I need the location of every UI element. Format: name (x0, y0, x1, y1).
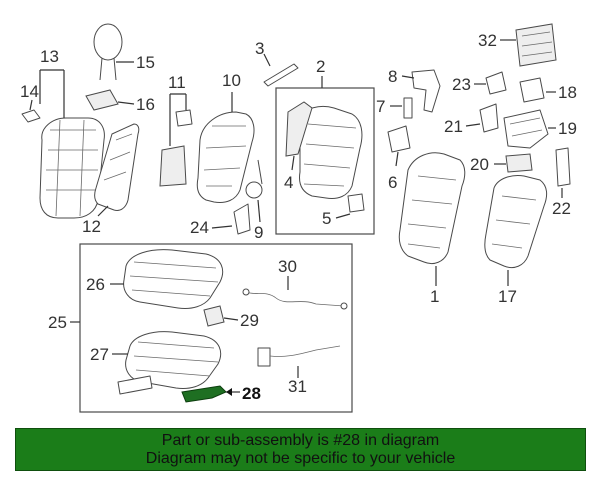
part-23-bracket[interactable] (485, 71, 507, 95)
callout-28: 28 (242, 384, 261, 403)
callout-8: 8 (388, 67, 397, 86)
callout-20: 20 (470, 155, 489, 174)
callout-4: 4 (284, 173, 293, 192)
part-7-bolt[interactable] (403, 97, 413, 119)
callout-3: 3 (255, 39, 264, 58)
part-10-back-frame[interactable] (196, 111, 255, 203)
part-26-cushion-cover[interactable] (123, 249, 224, 309)
part-17-back-cover[interactable] (484, 175, 548, 269)
part-8-hinge[interactable] (411, 69, 441, 113)
part-18-cover[interactable] (519, 77, 545, 103)
part-32-module[interactable] (515, 23, 557, 67)
part-unlabeled-roll (117, 375, 153, 395)
part-20-switch[interactable] (505, 153, 533, 173)
part-30-harness[interactable] (242, 288, 348, 310)
callout-6: 6 (388, 173, 397, 192)
callout-7: 7 (376, 97, 385, 116)
callout-18: 18 (558, 83, 577, 102)
part-24-bracket[interactable] (233, 203, 251, 235)
info-banner: Part or sub-assembly is #28 in diagram D… (15, 428, 586, 471)
part-9-knob[interactable] (245, 159, 263, 199)
part-19-housing[interactable] (503, 109, 549, 149)
banner-line-1: Part or sub-assembly is #28 in diagram (161, 431, 440, 449)
callout-12: 12 (82, 217, 101, 236)
callout-26: 26 (86, 275, 105, 294)
part-27-cushion-foam[interactable] (125, 331, 222, 389)
callout-21: 21 (444, 117, 463, 136)
part-12-back-panel[interactable] (94, 123, 140, 211)
callout-25: 25 (48, 313, 67, 332)
callout-19: 19 (558, 119, 577, 138)
part-16-panel[interactable] (85, 89, 119, 111)
group-25-box (79, 243, 353, 413)
callout-11: 11 (168, 73, 186, 92)
callout-16: 16 (136, 95, 155, 114)
part-5-clip[interactable] (347, 193, 365, 213)
part-6-latch[interactable] (387, 125, 411, 153)
part-21-actuator[interactable] (479, 103, 499, 133)
part-22-trim[interactable] (555, 147, 571, 187)
part-4-armrest-panel[interactable] (285, 101, 313, 157)
callout-29: 29 (240, 311, 259, 330)
callout-5: 5 (322, 209, 331, 228)
part-1-back-shell[interactable] (398, 152, 466, 265)
part-2-frame[interactable] (299, 105, 363, 199)
part-29-sensor[interactable] (203, 305, 225, 327)
part-28-trim-highlighted[interactable] (181, 385, 227, 403)
callout-17: 17 (498, 287, 517, 306)
part-3-bar[interactable] (263, 63, 299, 87)
callout-15: 15 (136, 53, 155, 72)
callout-22: 22 (552, 199, 571, 218)
part-14-clip[interactable] (21, 109, 41, 123)
callout-24: 24 (190, 218, 209, 237)
callout-9: 9 (254, 223, 263, 242)
callout-27: 27 (90, 345, 109, 364)
callout-13: 13 (40, 47, 59, 66)
part-11-bracket[interactable] (159, 109, 193, 187)
callout-23: 23 (452, 75, 471, 94)
callout-31: 31 (288, 377, 307, 396)
callout-10: 10 (222, 71, 241, 90)
callout-32: 32 (478, 31, 497, 50)
group-2-box (275, 87, 375, 235)
callout-1: 1 (430, 287, 439, 306)
callout-14: 14 (20, 82, 39, 101)
part-13-seatback-cover[interactable] (39, 117, 105, 219)
part-15-headrest[interactable] (93, 23, 123, 81)
callout-30: 30 (278, 257, 297, 276)
banner-line-2: Diagram may not be specific to your vehi… (145, 449, 456, 467)
part-31-cable[interactable] (257, 345, 341, 367)
callout-2: 2 (316, 57, 325, 76)
